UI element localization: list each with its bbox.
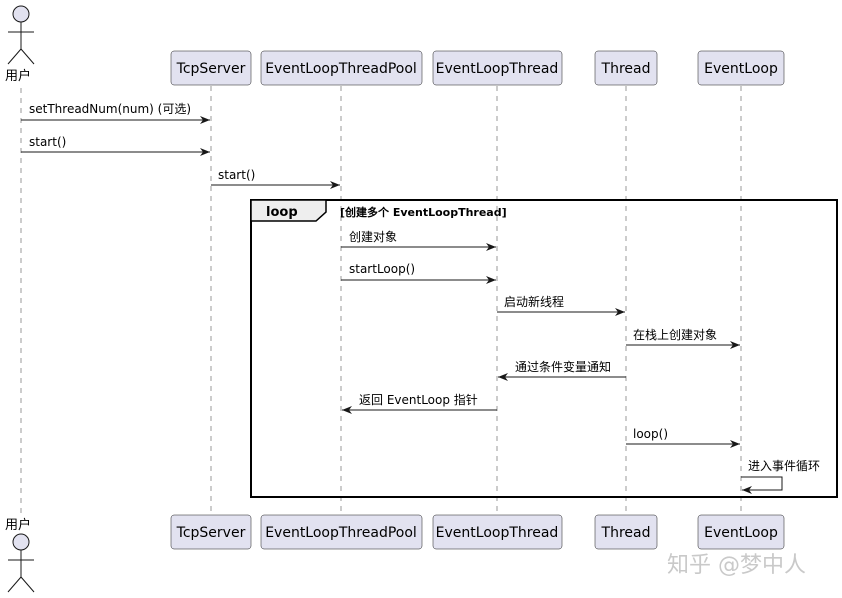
message-label: setThreadNum(num) (可选) [29,102,191,116]
loop-condition: [创建多个 EventLoopThread] [340,205,507,219]
participant-elthread-top: EventLoopThread [432,50,563,86]
participant-tcpserver-bottom: TcpServer [170,514,252,550]
message-label: 在栈上创建对象 [633,327,717,342]
participant-eventloop-top: EventLoop [697,50,785,86]
participant-label: Thread [601,525,651,541]
message-label: startLoop() [349,262,415,276]
loop-fragment: loop [创建多个 EventLoopThread] [250,199,838,498]
participant-thread-bottom: Thread [594,514,658,550]
message-label: 通过条件变量通知 [515,359,611,374]
message-9: 返回 EventLoop 指针 [342,392,497,414]
message-2: start() [21,135,210,156]
participant-label: TcpServer [176,525,246,541]
actor-user-bottom: 用户 [5,517,35,593]
message-label: 启动新线程 [504,294,564,309]
message-7: 在栈上创建对象 [626,327,740,349]
message-1: setThreadNum(num) (可选) [21,102,210,124]
message-8: 通过条件变量通知 [498,359,626,381]
participant-label: EventLoopThread [436,525,559,541]
message-label: loop() [633,427,668,441]
message-label: 创建对象 [349,230,397,244]
message-11-self: 进入事件循环 [741,459,820,494]
participant-label: EventLoop [704,525,778,541]
message-4: 创建对象 [341,230,496,251]
participant-label: EventLoop [704,61,778,77]
participant-label: Thread [601,61,651,77]
participant-label: TcpServer [176,61,246,77]
participant-thread-top: Thread [594,50,658,86]
participant-label: EventLoopThread [436,61,559,77]
watermark: 知乎 @梦中人 [667,553,806,578]
message-label: 返回 EventLoop 指针 [359,392,478,407]
actor-label-bottom: 用户 [5,517,31,533]
participant-label: EventLoopThreadPool [265,525,417,541]
message-5: startLoop() [341,262,496,284]
message-label: start() [218,168,255,182]
message-10: loop() [626,427,740,448]
participant-eventloop-bottom: EventLoop [697,514,785,550]
participant-label: EventLoopThreadPool [265,61,417,77]
participant-pool-top: EventLoopThreadPool [260,50,423,86]
participant-elthread-bottom: EventLoopThread [432,514,563,550]
actor-label-top: 用户 [5,68,31,84]
message-label: 进入事件循环 [748,459,820,473]
actor-user-top: 用户 [5,5,35,84]
message-6: 启动新线程 [497,294,625,316]
participant-pool-bottom: EventLoopThreadPool [260,514,423,550]
loop-keyword: loop [266,205,298,220]
message-3: start() [211,168,340,189]
participant-tcpserver-top: TcpServer [170,50,252,86]
message-label: start() [29,135,66,149]
